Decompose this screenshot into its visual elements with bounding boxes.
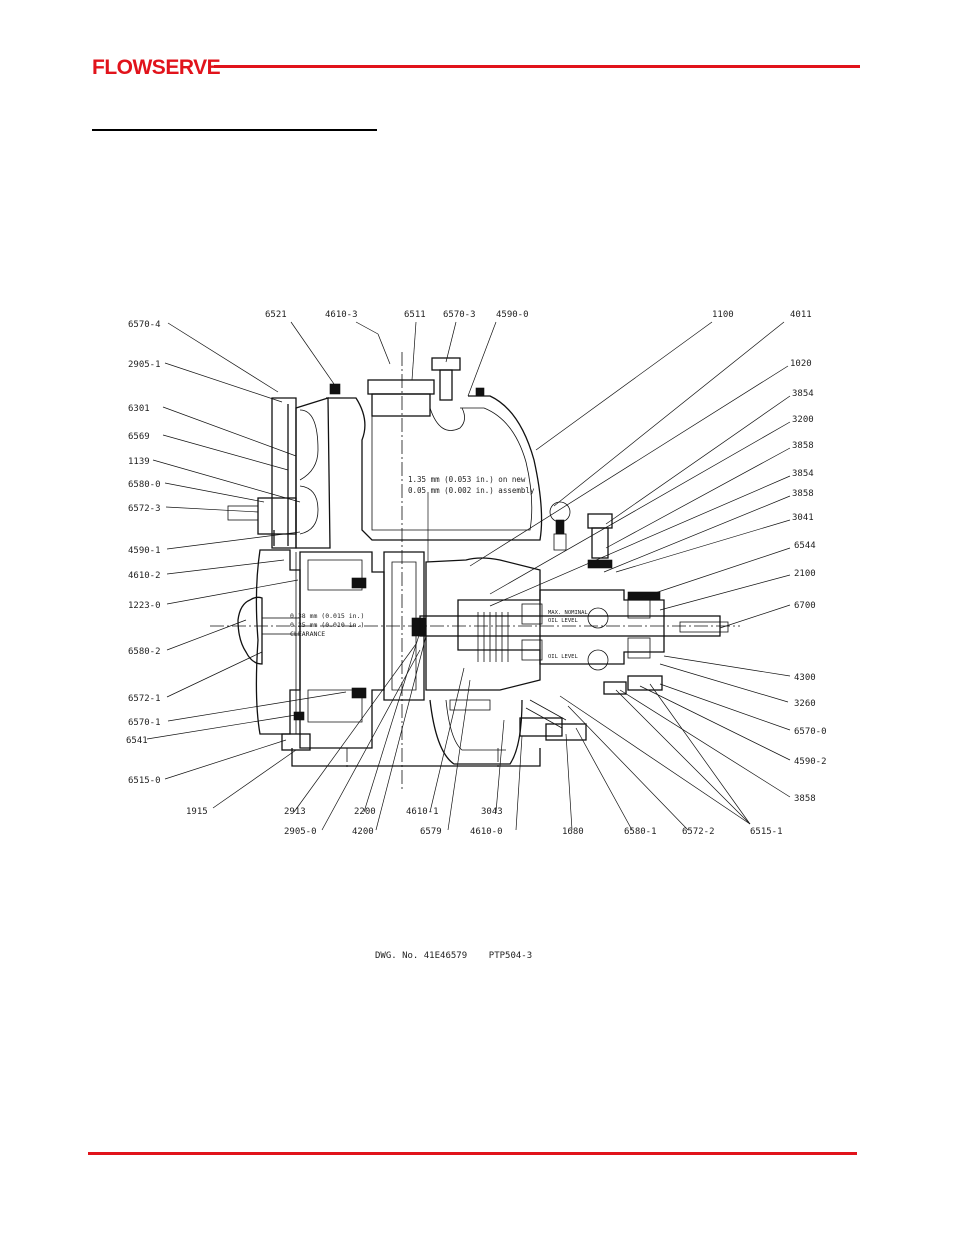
note-oil-level-3: OIL LEVEL (548, 654, 578, 660)
callout-2905-0: 2905-0 (284, 827, 317, 837)
callout-6569: 6569 (128, 432, 150, 442)
callout-6572-1: 6572-1 (128, 694, 161, 704)
header-rule (214, 65, 860, 68)
callout-6570-0: 6570-0 (794, 727, 827, 737)
note-wear-ring-clearance-1: 1.35 mm (0.053 in.) on new (408, 475, 526, 484)
note-wear-ring-clearance-2: 0.05 mm (0.002 in.) assembly (408, 486, 535, 495)
drawing-number-caption: DWG. No. 41E46579 PTP504-3 (375, 951, 533, 961)
callout-1100: 1100 (712, 310, 734, 320)
callout-6570-4: 6570-4 (128, 320, 161, 330)
callout-6511: 6511 (404, 310, 426, 320)
callout-6544: 6544 (794, 541, 816, 551)
callout-4590-0: 4590-0 (496, 310, 529, 320)
callout-6570-1: 6570-1 (128, 718, 161, 728)
note-impeller-clearance-2: 0.25 mm (0.010 in.) (290, 621, 364, 629)
note-impeller-clearance-3: CLEARANCE (290, 630, 325, 638)
note-oil-level-2: OIL LEVEL (548, 618, 578, 624)
callout-6580-2: 6580-2 (128, 647, 161, 657)
callout-4590-2: 4590-2 (794, 757, 827, 767)
callout-4610-0: 4610-0 (470, 827, 503, 837)
callout-3858-a: 3858 (792, 441, 814, 451)
callout-4200: 4200 (352, 827, 374, 837)
callout-6580-0: 6580-0 (128, 480, 161, 490)
flowserve-logo: FLOWSERVE (92, 56, 221, 79)
callout-1680: 1680 (562, 827, 584, 837)
callout-4011: 4011 (790, 310, 812, 320)
pump-body (210, 352, 740, 790)
callout-3043: 3043 (481, 807, 503, 817)
section-heading-underline (92, 129, 377, 131)
footer-rule (88, 1152, 857, 1155)
callout-3260: 3260 (794, 699, 816, 709)
note-impeller-clearance-1: 0.38 mm (0.015 in.) (290, 612, 364, 620)
callout-6700: 6700 (794, 601, 816, 611)
callout-1915: 1915 (186, 807, 208, 817)
callout-2905-1: 2905-1 (128, 360, 161, 370)
callout-6515-0: 6515-0 (128, 776, 161, 786)
callout-6301: 6301 (128, 404, 150, 414)
callout-1020: 1020 (790, 359, 812, 369)
callout-3858-c: 3858 (794, 794, 816, 804)
callout-2913: 2913 (284, 807, 306, 817)
callout-4300: 4300 (794, 673, 816, 683)
callout-6570-3: 6570-3 (443, 310, 476, 320)
callout-6579: 6579 (420, 827, 442, 837)
callout-6521: 6521 (265, 310, 287, 320)
callout-4590-1: 4590-1 (128, 546, 161, 556)
callout-4610-2: 4610-2 (128, 571, 161, 581)
callout-6541: 6541 (126, 736, 148, 746)
callout-2200: 2200 (354, 807, 376, 817)
leader-lines (146, 321, 791, 831)
callout-1139: 1139 (128, 457, 150, 467)
drawing-notes: 1.35 mm (0.053 in.) on new 0.05 mm (0.00… (290, 475, 588, 660)
callout-3041: 3041 (792, 513, 814, 523)
callout-4610-1: 4610-1 (406, 807, 439, 817)
callout-labels: 6570-4 2905-1 6301 6569 1139 6580-0 6572… (126, 310, 827, 837)
callout-6572-3: 6572-3 (128, 504, 161, 514)
callout-2100: 2100 (794, 569, 816, 579)
callout-3858-b: 3858 (792, 489, 814, 499)
callout-4610-3: 4610-3 (325, 310, 358, 320)
callout-6580-1: 6580-1 (624, 827, 657, 837)
callout-3854-b: 3854 (792, 469, 814, 479)
callout-1223-0: 1223-0 (128, 601, 161, 611)
note-oil-level-1: MAX. NOMINAL (548, 610, 588, 616)
callout-6572-2: 6572-2 (682, 827, 715, 837)
callout-3854-a: 3854 (792, 389, 814, 399)
callout-3200: 3200 (792, 415, 814, 425)
callout-6515-1: 6515-1 (750, 827, 783, 837)
